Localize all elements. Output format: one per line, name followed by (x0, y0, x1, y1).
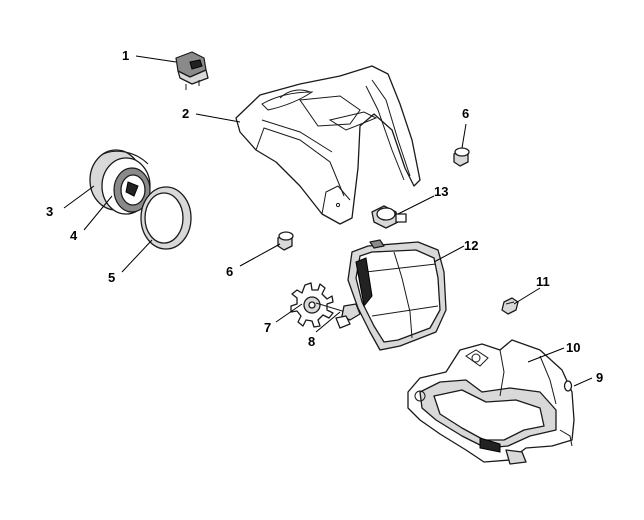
callout-6-lower: 6 (226, 264, 233, 279)
leader-6a (461, 123, 467, 149)
leader-4 (83, 195, 113, 231)
callout-1: 1 (122, 48, 129, 63)
callout-3: 3 (46, 204, 53, 219)
leader-11 (513, 287, 541, 305)
leader-lines (63, 55, 593, 387)
part-11-clip (501, 297, 519, 315)
leader-10 (527, 347, 565, 363)
callout-9: 9 (596, 370, 603, 385)
part-6-screw-upper (453, 147, 470, 167)
leader-3 (63, 185, 95, 209)
part-9-o-ring (563, 380, 573, 392)
callout-4: 4 (70, 228, 78, 243)
leader-8 (315, 311, 341, 333)
callout-7: 7 (264, 320, 271, 335)
callout-10: 10 (566, 340, 580, 355)
leader-7 (275, 303, 303, 323)
part-12-headlight (347, 239, 447, 351)
part-6-screw-lower (277, 231, 294, 251)
leader-9 (573, 377, 593, 387)
part-7-sprocket (290, 282, 334, 328)
callout-8: 8 (308, 334, 315, 349)
leader-6b (239, 243, 281, 267)
leader-2 (195, 113, 241, 123)
part-3-4-lamp-housing (89, 149, 151, 215)
callout-6-upper: 6 (462, 106, 469, 121)
callout-13: 13 (434, 184, 448, 199)
part-8-adjuster-rod (315, 302, 361, 329)
callout-labels: 1 2 3 4 5 6 6 7 8 9 10 11 12 13 (46, 48, 603, 385)
callout-5: 5 (108, 270, 115, 285)
part-10-lower-housing (407, 339, 575, 465)
callout-11: 11 (536, 274, 550, 289)
callout-12: 12 (464, 238, 478, 253)
part-2-upper-cover (235, 65, 421, 225)
leader-1 (135, 55, 177, 63)
part-13-bulb (371, 205, 407, 229)
leader-13 (397, 195, 435, 215)
part-1-switch (175, 51, 209, 90)
leader-12 (433, 245, 465, 263)
callout-2: 2 (182, 106, 189, 121)
leader-5 (121, 239, 153, 273)
part-5-ring (140, 186, 192, 250)
